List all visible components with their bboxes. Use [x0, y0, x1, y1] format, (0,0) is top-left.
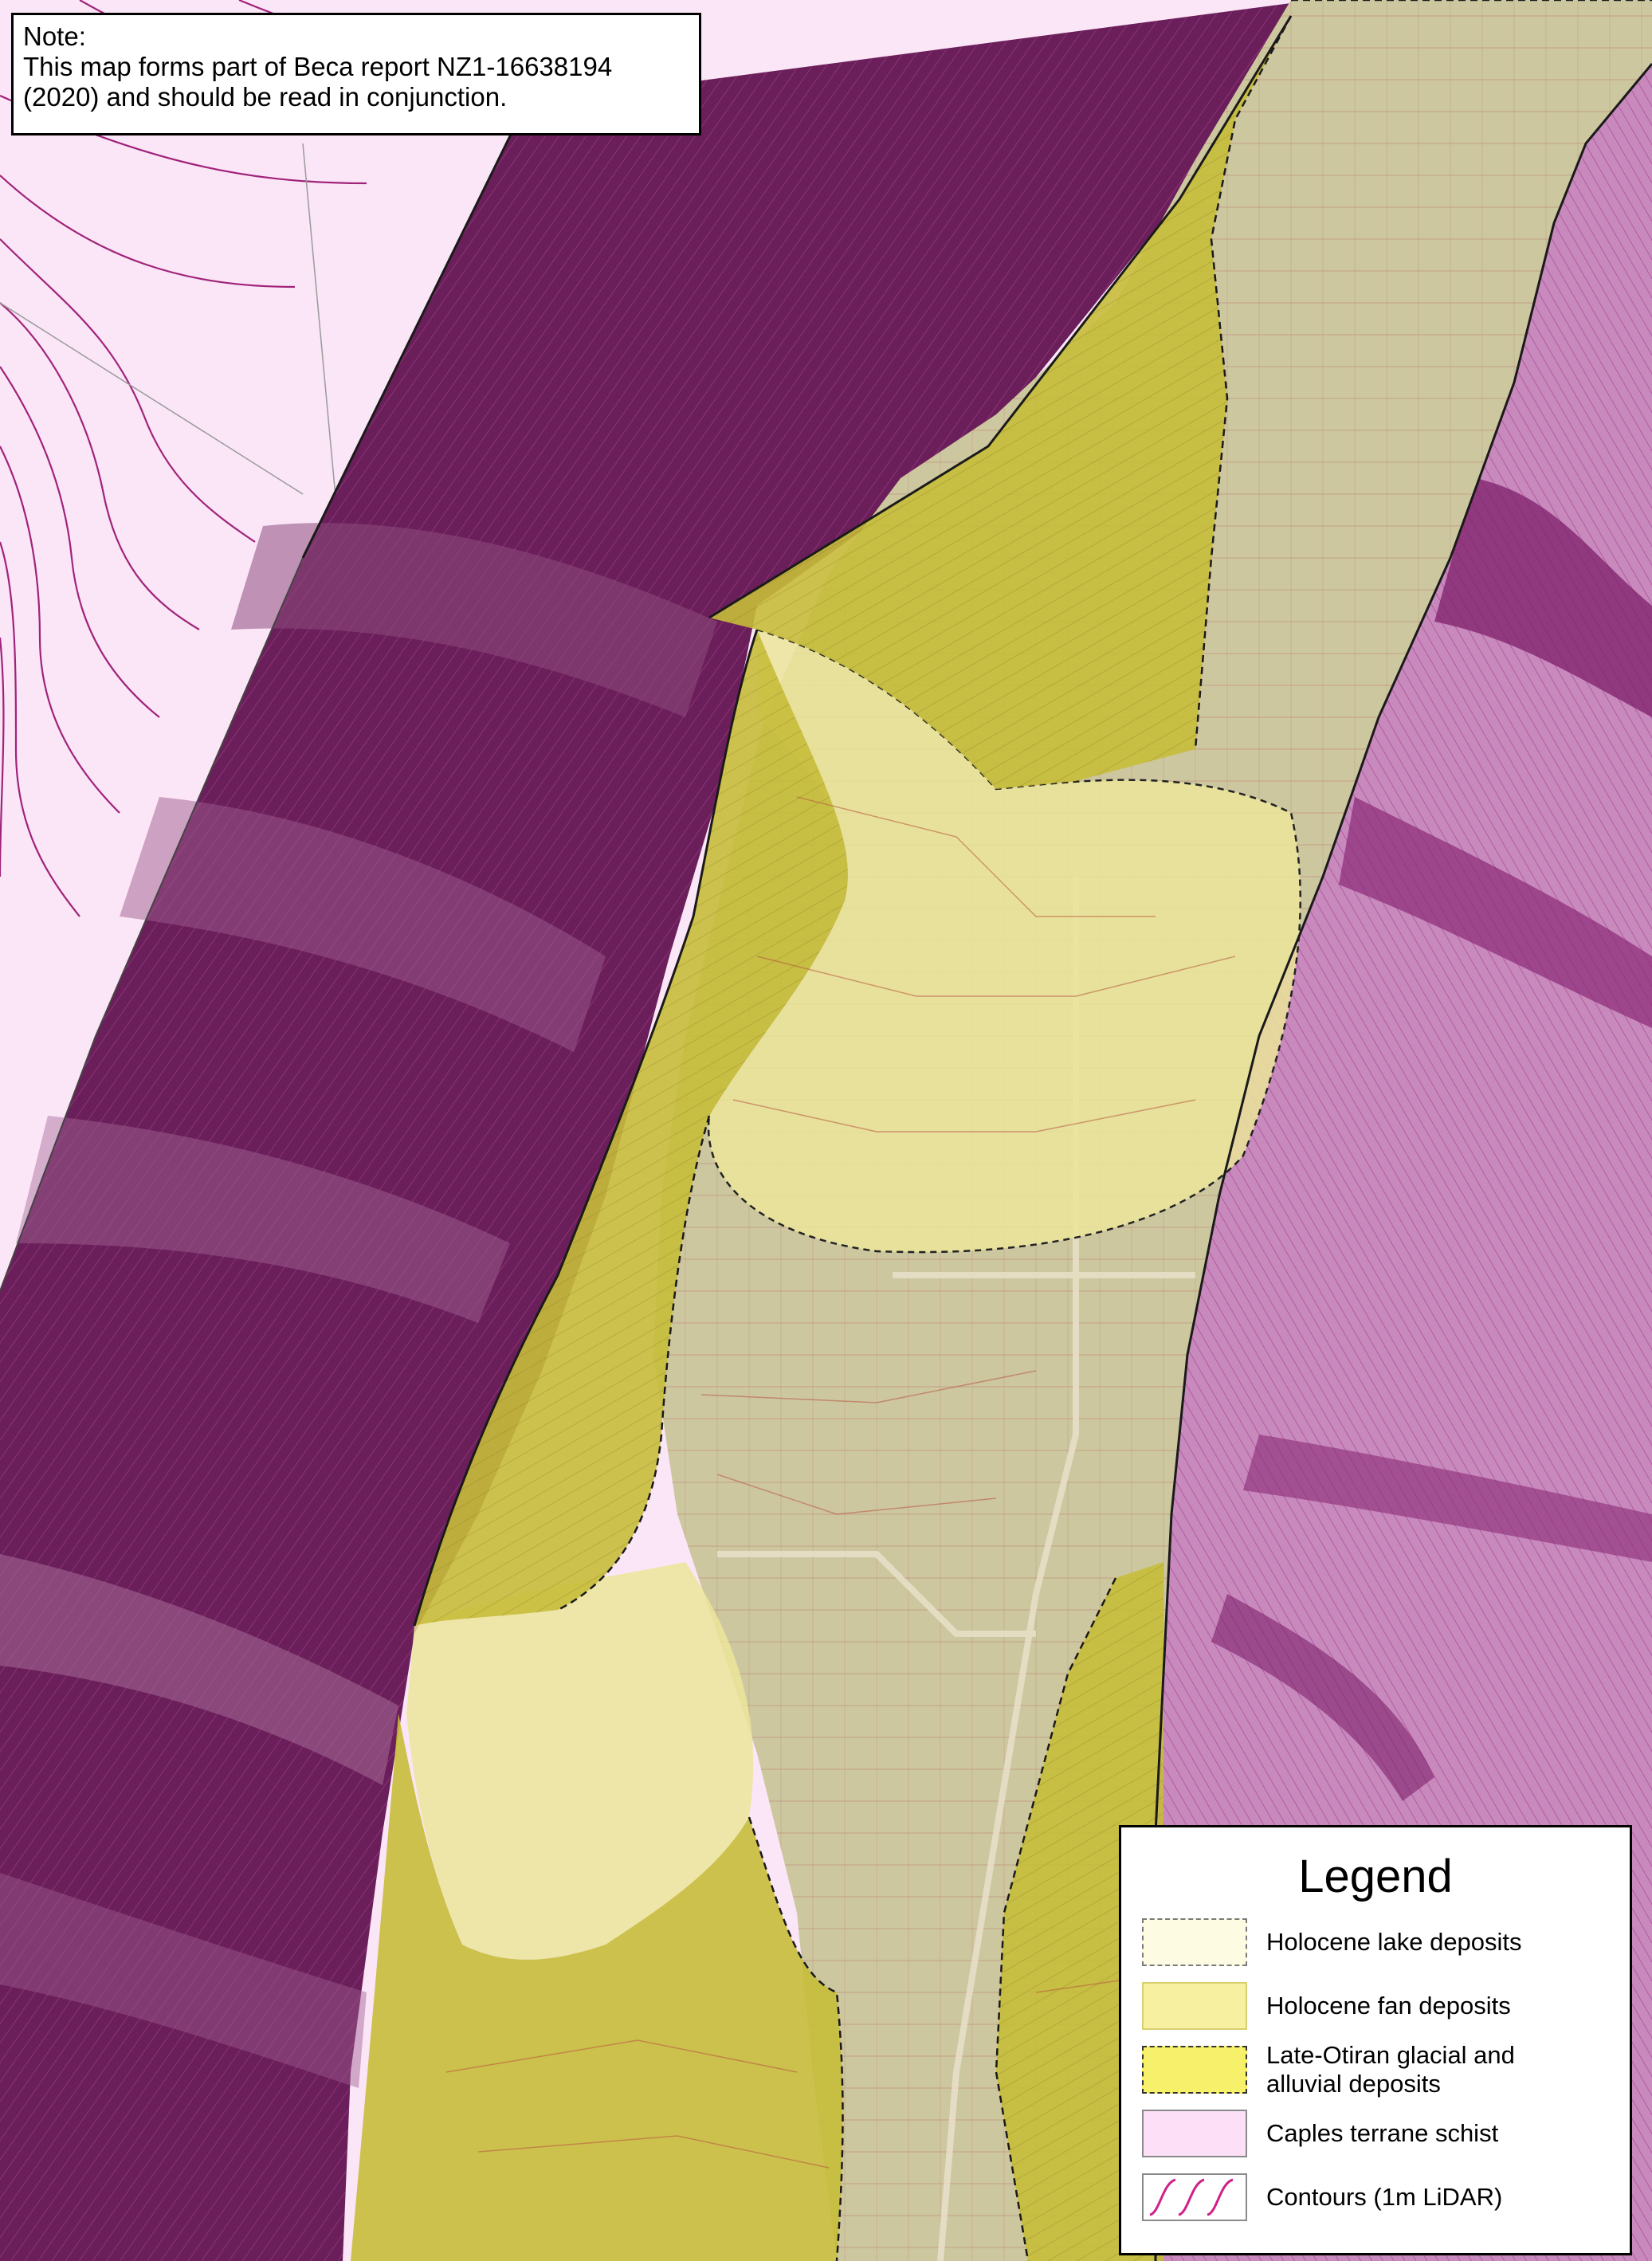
roads — [717, 877, 1195, 2261]
legend-label: Late-Otiran glacial and alluvial deposit… — [1266, 2041, 1617, 2098]
contours-swatch — [1142, 2173, 1247, 2221]
late-otiran-swatch — [1142, 2046, 1247, 2094]
legend-label-line-1: Late-Otiran glacial and — [1266, 2041, 1515, 2069]
geological-boundaries — [301, 15, 1652, 2261]
legend-item-holocene-fan: Holocene fan deposits — [1142, 1982, 1620, 2033]
note-heading: Note: — [23, 22, 86, 51]
fan-deposits-south — [406, 1562, 754, 1960]
legend-item-holocene-lake: Holocene lake deposits — [1142, 1918, 1620, 1969]
map-note: Note: This map forms part of Beca report… — [11, 13, 701, 135]
legend-item-late-otiran: Late-Otiran glacial and alluvial deposit… — [1142, 2041, 1620, 2098]
legend-label: Holocene lake deposits — [1266, 1928, 1522, 1956]
holocene-lake-swatch — [1142, 1918, 1247, 1966]
legend-item-contours: Contours (1m LiDAR) — [1142, 2173, 1620, 2224]
legend-item-caples-schist: Caples terrane schist — [1142, 2110, 1620, 2161]
legend-label: Caples terrane schist — [1266, 2119, 1499, 2147]
glacial-deposits-southwest — [351, 1713, 843, 2261]
valley-contours — [445, 796, 1236, 2169]
legend-label: Holocene fan deposits — [1266, 1992, 1511, 2020]
legend-label: Contours (1m LiDAR) — [1266, 2183, 1503, 2211]
legend-title: Legend — [1298, 1851, 1453, 1902]
map-legend: Legend Holocene lake deposits Holocene f… — [1119, 1825, 1632, 2255]
legend-label-line-2: alluvial deposits — [1266, 2070, 1441, 2098]
holocene-fan-swatch — [1142, 1982, 1247, 2030]
note-line-1: This map forms part of Beca report NZ1-1… — [23, 52, 613, 81]
west-contact-line — [0, 557, 304, 1292]
note-line-2: (2020) and should be read in conjunction… — [23, 82, 508, 112]
fan-deposits-north — [708, 630, 1301, 1253]
caples-schist-swatch — [1142, 2110, 1247, 2157]
contour-lines-icon — [1149, 2178, 1234, 2216]
